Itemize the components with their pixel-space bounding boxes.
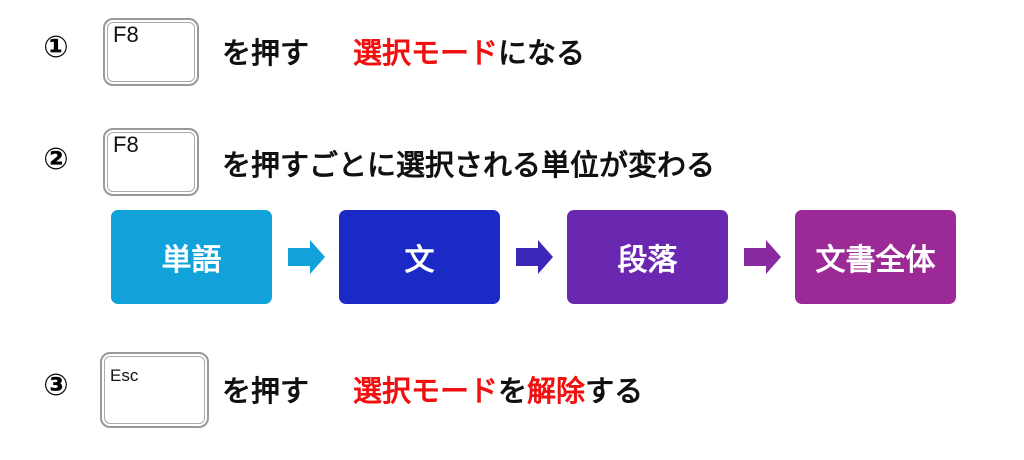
- step-3-mid: を: [498, 374, 528, 408]
- step-2-text: を押すごとに選択される単位が変わる: [222, 148, 716, 182]
- step-3-text: を押す 選択モードを解除する: [222, 368, 643, 410]
- step-3-suffix: する: [585, 374, 644, 408]
- f8-key-icon: F8: [103, 128, 199, 196]
- arrow-right-icon: [744, 240, 781, 274]
- step-3-action: を押す: [222, 374, 310, 408]
- arrow-right-icon: [288, 240, 325, 274]
- step-number-1: ①: [43, 30, 69, 65]
- unit-paragraph: 段落: [567, 210, 728, 304]
- key-label: F8: [113, 132, 139, 157]
- key-label: Esc: [110, 366, 139, 385]
- key-label: F8: [113, 22, 139, 47]
- esc-key-icon: Esc: [100, 352, 209, 428]
- step-1-suffix: になる: [498, 36, 586, 70]
- step-1-text: を押す 選択モードになる: [222, 30, 585, 72]
- unit-document: 文書全体: [795, 210, 956, 304]
- step-3-highlight-2: 解除: [527, 374, 586, 408]
- f8-key-icon: F8: [103, 18, 199, 86]
- unit-sentence: 文: [339, 210, 500, 304]
- step-1-highlight: 選択モード: [353, 36, 499, 70]
- step-number-2: ②: [43, 142, 69, 177]
- unit-word: 単語: [111, 210, 272, 304]
- step-number-3: ③: [43, 368, 69, 403]
- arrow-right-icon: [516, 240, 553, 274]
- step-3-highlight: 選択モード: [353, 374, 499, 408]
- step-1-action: を押す: [222, 36, 310, 70]
